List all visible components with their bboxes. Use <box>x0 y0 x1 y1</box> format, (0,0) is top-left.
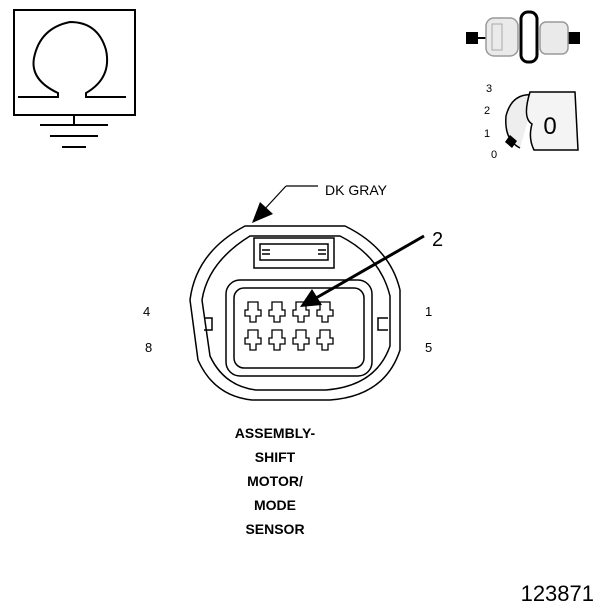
caption-line: MODE <box>254 497 296 513</box>
pin-number-8: 8 <box>145 340 152 355</box>
terminal-cavity <box>316 329 334 351</box>
figure-number: 123871 <box>521 581 594 606</box>
connector-disconnected-icon <box>466 10 580 64</box>
ignition-key-icon: 0 3 2 1 0 <box>484 83 579 161</box>
pin-number-4: 4 <box>143 304 150 319</box>
switch-position-0: 0 <box>491 149 497 161</box>
switch-position-3: 3 <box>486 83 492 95</box>
pin-number-5: 5 <box>425 340 432 355</box>
caption-line: SHIFT <box>254 449 296 465</box>
terminal-cavity <box>292 301 310 323</box>
connector-body <box>189 225 401 401</box>
terminal-cavity <box>268 301 286 323</box>
pin-pointer: 2 <box>300 229 443 307</box>
caption-line: MOTOR/ <box>247 473 303 489</box>
ohmmeter-icon <box>13 9 136 116</box>
terminal-cavity <box>244 329 262 351</box>
caption-line: ASSEMBLY- <box>234 425 316 441</box>
switch-position-1: 1 <box>484 128 490 140</box>
switch-position-2: 2 <box>484 105 490 117</box>
component-caption: ASSEMBLY- SHIFT MOTOR/ MODE SENSOR <box>190 421 360 541</box>
ground-icon <box>40 115 108 148</box>
terminal-cavity <box>268 329 286 351</box>
terminal-cavity <box>244 301 262 323</box>
terminal-cavity <box>292 329 310 351</box>
key-position-label: 0 <box>543 113 556 140</box>
pin-number-1: 1 <box>425 304 432 319</box>
terminal-cavity <box>316 301 334 323</box>
wire-color-label: DK GRAY <box>325 182 388 198</box>
terminal-cavities <box>244 301 334 351</box>
pin-pointer-label: 2 <box>432 229 443 251</box>
caption-line: SENSOR <box>245 521 305 537</box>
wire-color-callout: DK GRAY <box>252 182 388 223</box>
